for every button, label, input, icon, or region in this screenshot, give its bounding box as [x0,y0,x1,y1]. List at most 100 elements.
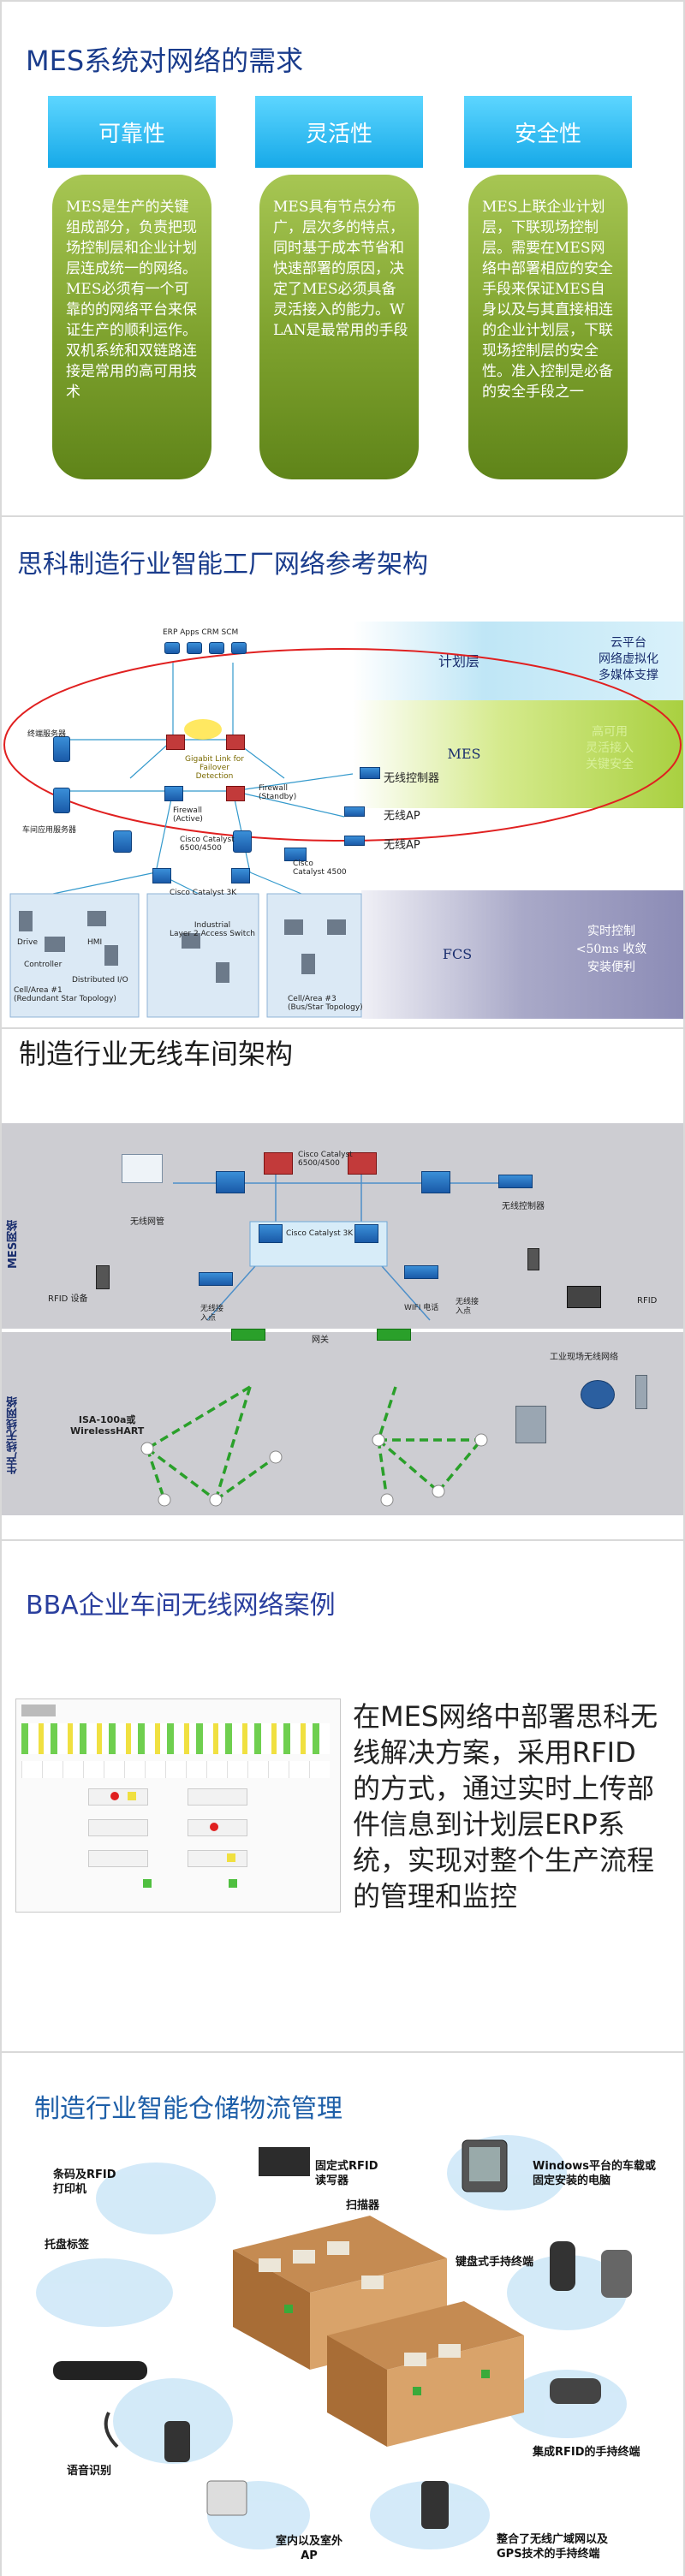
case-description: 在MES网络中部署思科无线解决方案，采用RFID的方式，通过实时上传部件信息到计… [353,1700,658,1913]
distribution-switch-icon [233,830,252,853]
production-line-row [21,1723,330,1754]
switch-icon [152,868,171,883]
voice-recognition-label: 语音识别 [67,2465,112,2478]
slide-smart-warehouse-logistics: 制造行业智能仓储物流管理 [2,2053,683,2576]
mes-layer-label: MES [447,746,481,762]
core-switch-icon [264,1152,293,1175]
planning-layer-band [353,622,683,700]
server-icon [53,788,70,813]
terminal-server-label: 终端服务器 [27,730,67,739]
gigabit-link-label: Gigabit Link for Failover Detection [185,755,244,781]
mes-features-label: 高可用 灵活接入 关键安全 [586,725,634,771]
production-wireless-band [2,1332,683,1515]
catalyst-6500-label: Cisco Catalyst 6500/4500 [180,836,235,853]
status-dot-yellow [227,1853,235,1862]
card-head: 可靠性 [48,96,216,168]
firewall-standby-label: Firewall (Standby) [259,784,297,801]
wwan-gps-handheld-label: 整合了无线广域网以及 GPS技术的手持终端 [497,2533,609,2561]
firewall-active-label: Firewall (Active) [173,806,203,824]
catalyst-6500-label: Cisco Catalyst 6500/4500 [298,1151,353,1168]
top-apps-label: ERP Apps CRM SCM [163,628,239,637]
mes-highlight-ellipse [3,648,682,842]
cloud-platform-label: 云平台 网络虚拟化 多媒体支撑 [599,636,658,682]
access-point-icon [344,836,365,846]
wireless-controller-label: 无线控制器 [384,772,440,785]
rfid-device-label: RFID 设备 [48,1294,88,1304]
industrial-access-switch-label: Industrial Layer 2 Access Switch [170,921,255,938]
status-dot-yellow [128,1792,136,1800]
windows-vehicle-pc-label: Windows平台的车载或 固定安装的电脑 [533,2160,657,2187]
fixed-rfid-reader-label: 固定式RFID 读写器 [315,2160,378,2187]
server-icon [187,642,202,654]
status-dot-red [210,1823,218,1831]
slide-title: 制造行业无线车间架构 [19,1038,294,1070]
gateway-icon [377,1329,411,1341]
card-reliability: 可靠性 MES是生产的关键组成部分，负责把现场控制层和企业计划层连成统一的网络。… [48,96,216,490]
planning-layer-label: 计划层 [438,653,480,669]
wireless-ap-label-2: 无线AP [384,839,420,852]
card-security: 安全性 MES上联企业计划层，下联现场控制层。需要在MES网络中部署相应的安全手… [464,96,632,490]
switch-icon [231,868,250,883]
distributed-io-label: Distributed I/O [72,976,128,985]
server-icon [209,642,224,654]
wireless-nms-label: 无线网管 [130,1217,164,1227]
wifi-phone-label: WIFI 电话 [404,1304,439,1312]
slide-smart-factory-architecture: 思科制造行业智能工厂网络参考架构 计划层 云平台 网络虚拟化 多媒体支撑 MES… [2,517,683,1027]
fcs-layer-label: FCS [442,946,473,962]
card-body: MES具有节点分布广，层次多的特点，同时基于成本节省和快速部署的原因，决定了ME… [259,175,419,479]
rfid-handheld-icon [96,1265,110,1289]
firewall-icon [164,786,183,801]
core-router-icon [226,735,245,750]
server-icon [164,642,180,654]
gateway-label: 网关 [312,1336,329,1345]
network-management-icon [122,1154,163,1183]
fcs-layer-band [361,890,683,1019]
router-icon [421,1171,450,1193]
wifi-phone-icon [527,1248,539,1270]
access-point-a-label: 无线接 入点 [200,1305,224,1323]
network-diagram [3,648,682,1018]
wireless-diagram [140,1166,515,1507]
pallet-tag-label: 托盘标签 [45,2239,90,2252]
catalyst-3k-label: Cisco Catalyst 3K [170,889,237,897]
slide-title: 思科制造行业智能工厂网络参考架构 [17,550,428,580]
wireless-controller-label: 无线控制器 [502,1202,545,1211]
barcode-rfid-printer-label: 条码及RFID 打印机 [53,2168,116,2196]
cell-area-1-label: Cell/Area #1 (Redundant Star Topology) [14,986,116,1003]
workshop-layout-thumbnail [15,1698,341,1913]
forklift-icon [567,1286,601,1308]
cell-area-3-label: Cell/Area #3 (Bus/Star Topology) [288,995,363,1012]
drive-label: Drive [17,938,38,947]
access-point-b-label: 无线接 入点 [456,1298,480,1316]
access-point-icon [404,1265,438,1279]
switch-icon [284,848,307,861]
status-dot-green [143,1879,152,1888]
switch-icon [354,1224,378,1243]
catalyst-4500-label: Cisco Catalyst 4500 [293,860,347,877]
distribution-switch-icon [113,830,132,853]
slide-mes-network-requirements: MES系统对网络的需求 可靠性 MES是生产的关键组成部分，负责把现场控制层和企… [2,2,683,515]
core-router-icon [166,735,185,750]
switch-icon [259,1224,283,1243]
core-switch-icon [348,1152,377,1175]
gateway-icon [231,1329,265,1341]
card-body: MES上联企业计划层，下联现场控制层。需要在MES网络中部署相应的安全手段来保证… [468,175,628,479]
access-point-icon [199,1272,233,1286]
card-head: 灵活性 [255,96,423,168]
slide-title: 制造行业智能仓储物流管理 [34,2094,342,2124]
mes-layer-band [353,700,683,808]
router-icon [216,1171,245,1193]
fcs-features-label: 实时控制 <50ms 收敛 安装便利 [575,925,647,974]
workshop-app-server-label: 车间应用服务器 [22,826,77,835]
slide-title: BBA企业车间无线网络案例 [26,1591,336,1621]
keyboard-handheld-label: 键盘式手持终端 [456,2256,534,2269]
warehouse-illustration [36,2135,632,2549]
server-icon [231,642,247,654]
status-dot-green [229,1879,237,1888]
firewall-icon [226,786,245,801]
rfid-handheld-label: 集成RFID的手持终端 [533,2446,640,2459]
wireless-controller-icon [360,767,380,779]
card-head: 安全性 [464,96,632,168]
field-sensor-icon [635,1375,647,1409]
card-body: MES是生产的关键组成部分，负责把现场控制层和企业计划层连成统一的网络。MES必… [52,175,211,479]
